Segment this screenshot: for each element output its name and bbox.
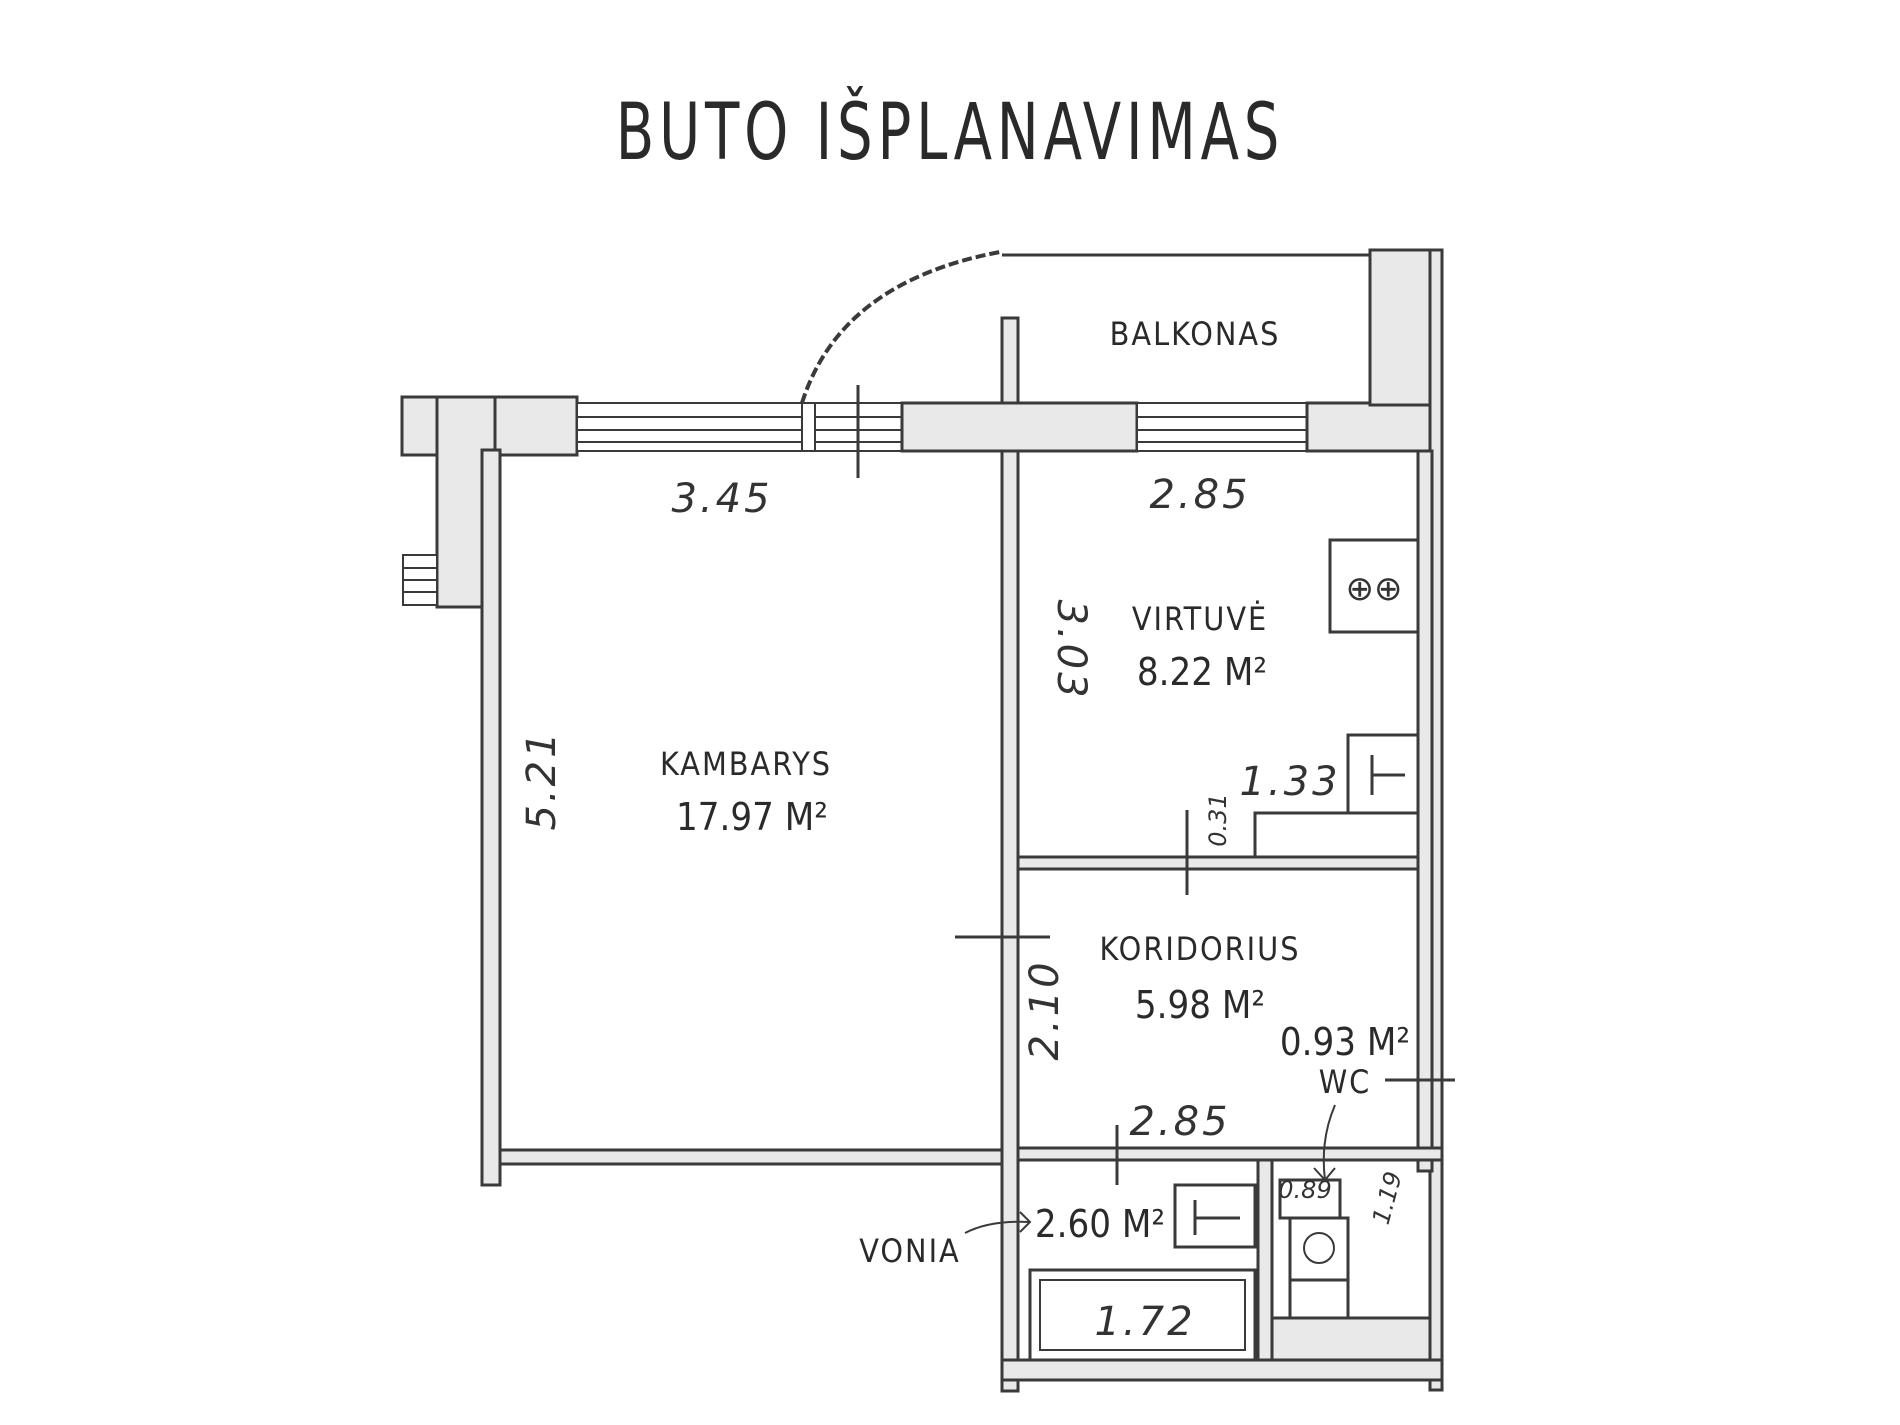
wall-room-kitchen — [1000, 449, 1020, 1393]
room-window — [576, 402, 803, 452]
wc-bottom-wall — [1270, 1316, 1432, 1362]
dim-kitchen-counter: 1.33 — [1239, 759, 1340, 805]
koridorius-area: 5.98 M² — [1135, 983, 1265, 1027]
kambarys-label: KAMBARYS — [660, 745, 832, 783]
dim-virtuve-width: 2.85 — [1149, 472, 1250, 518]
dim-kambarys-length: 5.21 — [519, 729, 565, 830]
left-wall-lower — [480, 448, 502, 1187]
wc-arrow-head — [1313, 1167, 1336, 1182]
dim-wc-door: 0.89 — [1278, 1176, 1331, 1204]
top-wall-middle — [900, 401, 1139, 453]
bottom-wall — [1000, 1358, 1444, 1382]
dim-bathtub: 1.72 — [1094, 1299, 1195, 1345]
wc-shelf — [1288, 1278, 1350, 1320]
dim-kitchen-small: 0.31 — [1204, 793, 1232, 846]
toilet-bowl — [1288, 1216, 1350, 1282]
balcony-side-wall — [1368, 248, 1432, 407]
stove-symbol: ⊕⊕ — [1346, 569, 1403, 609]
vonia-label: VONIA — [859, 1232, 960, 1270]
koridorius-label: KORIDORIUS — [1100, 930, 1301, 968]
kitchen-counter — [1253, 811, 1420, 859]
page-title: BUTO IŠPLANAVIMAS — [615, 88, 1285, 178]
wall-kitchen-corridor — [1016, 855, 1420, 871]
room-bottom-wall — [498, 1148, 1004, 1166]
balcony-divider — [1000, 316, 1020, 405]
kambarys-area: 17.97 M² — [676, 795, 828, 839]
door-swing-arc — [800, 250, 1001, 404]
kitchen-window — [1136, 402, 1308, 452]
balkonas-label: BALKONAS — [1110, 315, 1281, 353]
top-wall-right — [1305, 401, 1432, 453]
stove — [1328, 538, 1420, 634]
wall-kitchen-right — [1416, 449, 1434, 1173]
dim-corridor-width: 2.85 — [1129, 1099, 1230, 1145]
dim-virtuve-length: 3.03 — [1048, 599, 1094, 700]
bathroom-sink — [1173, 1183, 1257, 1249]
wc-label: WC — [1319, 1063, 1372, 1101]
balcony-door — [801, 402, 903, 452]
dim-corridor-length: 2.10 — [1022, 959, 1068, 1060]
corridor-bottom-wall — [1016, 1146, 1444, 1162]
vonia-arrow-head — [1019, 1211, 1032, 1233]
bathtub — [1028, 1268, 1257, 1362]
virtuve-label: VIRTUVĖ — [1132, 600, 1268, 638]
vonia-arrow — [964, 1220, 1031, 1234]
dim-wc-wall: 1.19 — [1367, 1168, 1408, 1227]
dim-kambarys-width: 3.45 — [671, 476, 772, 522]
bath-wc-divider — [1256, 1158, 1274, 1382]
wc-area: 0.93 M² — [1280, 1020, 1410, 1064]
vonia-area: 2.60 M² — [1035, 1202, 1165, 1246]
wc-arrow — [1322, 1104, 1336, 1181]
virtuve-area: 8.22 M² — [1137, 650, 1267, 694]
